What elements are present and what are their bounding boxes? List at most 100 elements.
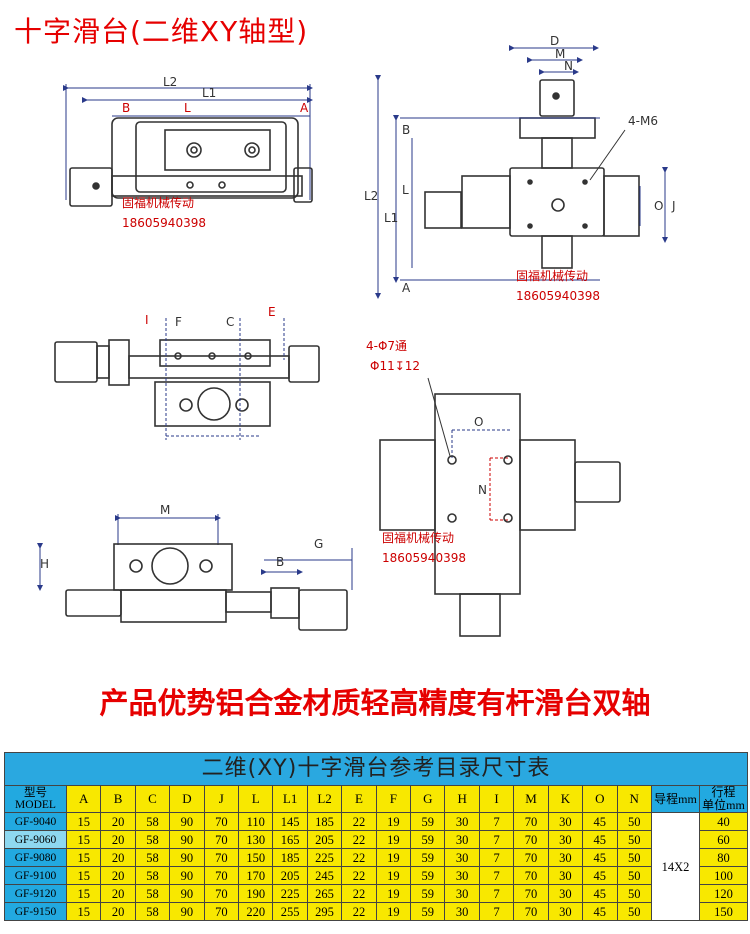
dim-label-O-mid: O [474, 415, 483, 429]
dim-label-A: A [300, 101, 309, 115]
value-cell-N: 50 [616, 866, 652, 885]
watermark-phone-3: 18605940398 [382, 551, 466, 565]
value-cell-I: 7 [478, 902, 515, 921]
watermark-phone-2: 18605940398 [516, 289, 600, 303]
dim-label-H: H [40, 557, 49, 571]
value-cell-I: 7 [478, 848, 515, 867]
watermark-company-3: 固福机械传动 [382, 530, 454, 545]
dim-label-J: J [671, 199, 676, 213]
value-cell-C: 58 [134, 830, 171, 849]
column-header-G: G [410, 785, 446, 813]
dim-label-G: G [314, 537, 323, 551]
dim-label-F: F [175, 315, 182, 329]
value-cell-K: 30 [547, 902, 584, 921]
technical-drawings: L2 L1 B L A 固福机械传动 18605940398 D M N 4-M… [37, 34, 676, 637]
value-cell-L2: 185 [306, 812, 343, 831]
value-cell-D: 90 [169, 848, 205, 867]
value-cell-L1: 225 [272, 884, 308, 903]
value-cell-K: 30 [547, 812, 584, 831]
value-cell-J: 70 [203, 902, 240, 921]
value-cell-I: 7 [478, 830, 515, 849]
value-cell-A: 15 [65, 902, 102, 921]
dim-label-L2-right: L2 [364, 189, 378, 203]
stroke-header: 行程单位mm [699, 785, 748, 813]
column-header-L2: L2 [306, 785, 343, 813]
value-cell-L: 170 [238, 866, 274, 885]
value-cell-K: 30 [547, 848, 584, 867]
dim-label-N: N [564, 59, 573, 73]
value-cell-K: 30 [547, 866, 584, 885]
column-header-L1: L1 [272, 785, 308, 813]
value-cell-G: 59 [410, 866, 446, 885]
column-header-I: I [478, 785, 515, 813]
value-cell-L2: 265 [306, 884, 343, 903]
value-cell-I: 7 [478, 884, 515, 903]
value-cell-H: 30 [444, 902, 480, 921]
value-cell-N: 50 [616, 902, 652, 921]
column-header-M: M [513, 785, 549, 813]
value-cell-B: 20 [100, 848, 136, 867]
value-cell-L: 150 [238, 848, 274, 867]
value-cell-H: 30 [444, 830, 480, 849]
value-cell-C: 58 [134, 848, 171, 867]
stroke-header-unit: 单位mm [702, 798, 745, 812]
dim-label-E: E [268, 305, 276, 319]
value-cell-D: 90 [169, 830, 205, 849]
value-cell-L1: 145 [272, 812, 308, 831]
value-cell-C: 58 [134, 866, 171, 885]
value-cell-F: 19 [375, 848, 412, 867]
value-cell-L2: 205 [306, 830, 343, 849]
value-cell-O: 45 [582, 848, 618, 867]
value-cell-M: 70 [513, 812, 549, 831]
model-cell: GF-9150 [4, 902, 67, 921]
value-cell-B: 20 [100, 884, 136, 903]
mid-left-view [54, 318, 320, 440]
value-cell-H: 30 [444, 812, 480, 831]
value-cell-M: 70 [513, 848, 549, 867]
value-cell-E: 22 [341, 902, 377, 921]
stroke-value-cell: 150 [699, 902, 748, 921]
value-cell-A: 15 [65, 848, 102, 867]
column-header-F: F [375, 785, 412, 813]
bottom-left-view [37, 514, 353, 631]
value-cell-M: 70 [513, 902, 549, 921]
model-cell: GF-9100 [4, 866, 67, 885]
column-header-E: E [341, 785, 377, 813]
dim-label-B-bottom: B [276, 555, 284, 569]
column-header-C: C [134, 785, 171, 813]
value-cell-F: 19 [375, 830, 412, 849]
column-header-N: N [616, 785, 652, 813]
value-cell-E: 22 [341, 812, 377, 831]
dim-label-B-right: B [402, 123, 410, 137]
dim-label-L-right: L [402, 183, 409, 197]
value-cell-C: 58 [134, 812, 171, 831]
column-header-J: J [203, 785, 240, 813]
hole-label-through: 4-Φ7通 [366, 339, 407, 353]
column-header-L: L [238, 785, 274, 813]
model-cell: GF-9080 [4, 848, 67, 867]
value-cell-F: 19 [375, 902, 412, 921]
value-cell-I: 7 [478, 866, 515, 885]
dim-label-A-right: A [402, 281, 411, 295]
value-cell-O: 45 [582, 830, 618, 849]
value-cell-F: 19 [375, 866, 412, 885]
watermark-company-2: 固福机械传动 [516, 268, 588, 283]
value-cell-A: 15 [65, 884, 102, 903]
value-cell-O: 45 [582, 884, 618, 903]
watermark-phone: 18605940398 [122, 216, 206, 230]
value-cell-H: 30 [444, 866, 480, 885]
value-cell-E: 22 [341, 830, 377, 849]
value-cell-E: 22 [341, 884, 377, 903]
product-slogan: 产品优势铝合金材质轻高精度有杆滑台双轴 [99, 686, 651, 720]
stroke-value-cell: 120 [699, 884, 748, 903]
dim-label-C: C [226, 315, 234, 329]
value-cell-J: 70 [203, 866, 240, 885]
value-cell-J: 70 [203, 884, 240, 903]
value-cell-L1: 185 [272, 848, 308, 867]
watermark-company: 固福机械传动 [122, 195, 194, 210]
model-header-en: MODEL [15, 799, 56, 811]
